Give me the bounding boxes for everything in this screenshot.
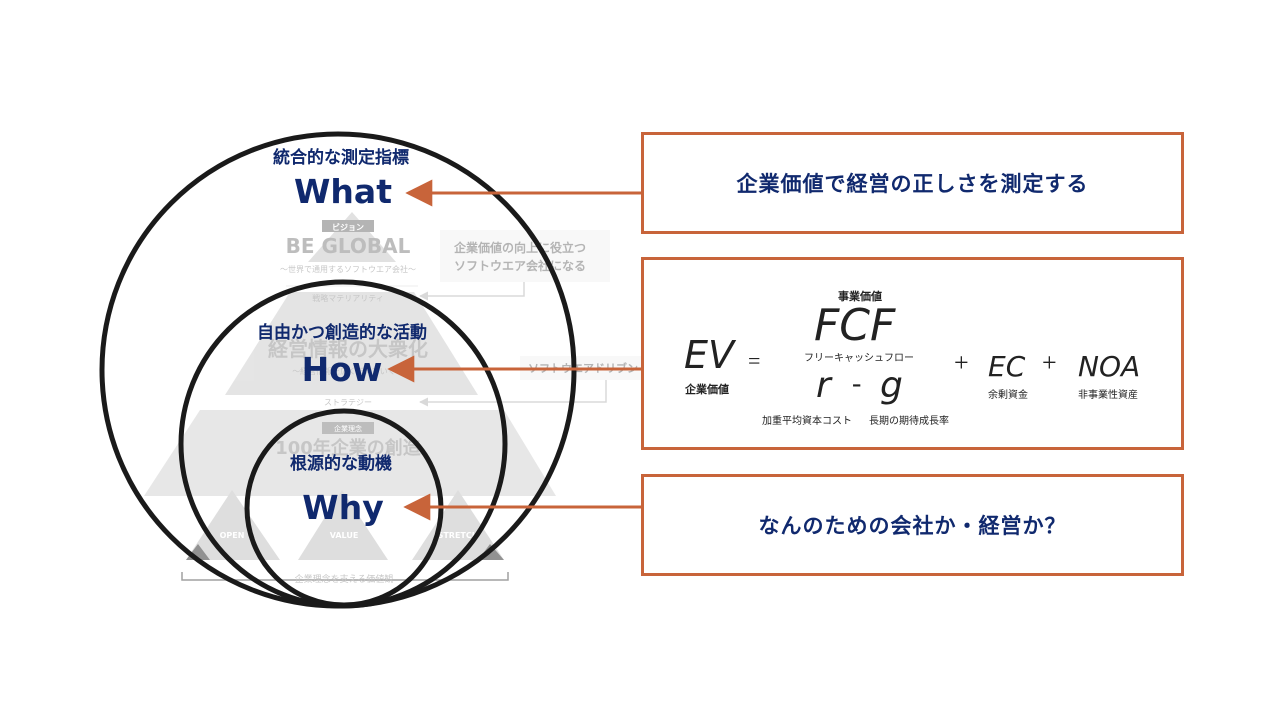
what-caption: 統合的な測定指標: [273, 147, 409, 168]
denominator-r: r: [816, 365, 831, 406]
formula-box: [641, 257, 1184, 450]
value-triangle-value: [298, 490, 388, 560]
materiality-label: 戦略マテリアリティ: [312, 293, 384, 303]
lhs-label: 企業価値: [685, 383, 729, 396]
why-keyword: Why: [302, 488, 383, 527]
formula-lhs: EV: [684, 333, 735, 377]
r-label: 加重平均資本コスト: [762, 416, 852, 427]
value-triangle-open: [186, 490, 280, 560]
vision-title: BE GLOBAL: [286, 234, 411, 258]
philosophy-tag: 企業理念: [334, 424, 362, 433]
vision-tag: ビジョン: [332, 222, 364, 232]
formula-noa: NOA: [1078, 350, 1141, 383]
bottom-bracket: [181, 572, 509, 581]
why-box-text: なんのための会社か・経営か？: [758, 514, 1067, 538]
formula-plus-2: +: [1042, 348, 1057, 377]
denominator-minus: -: [852, 368, 862, 399]
top-label: 事業価値: [838, 290, 882, 303]
how-caption: 自由かつ創造的な活動: [257, 322, 427, 343]
value-stretch: STRETCH: [438, 531, 479, 540]
vision-subtitle: 〜世界で通用するソフトウエア会社〜: [280, 264, 416, 274]
why-box: なんのための会社か・経営か？: [641, 474, 1184, 576]
formula-numerator: FCF: [814, 300, 896, 351]
vision-tag-bg: [322, 220, 374, 232]
tier3-title: 100年企業の創造: [275, 437, 421, 459]
value-value: VALUE: [330, 531, 359, 540]
callout-top-line1: 企業価値の向上に役立つ: [453, 240, 586, 255]
value-open: OPEN: [220, 531, 245, 540]
what-keyword: What: [294, 172, 392, 211]
bottom-note: 企業理念を支える価値観: [295, 573, 394, 585]
callout-top-box: [440, 230, 610, 282]
g-label: 長期の期待成長率: [869, 416, 949, 427]
tier2-subtitle: 〜経営情報を広く伝えていく〜: [292, 366, 404, 376]
formula-equals: =: [748, 348, 761, 373]
philosophy-tag-bg: [322, 422, 374, 434]
callout-top-connector: [419, 282, 525, 301]
what-box: 企業価値で経営の正しさを測定する: [641, 132, 1184, 234]
what-box-text: 企業価値で経営の正しさを測定する: [736, 172, 1089, 196]
numerator-label: フリーキャッシュフロー: [804, 353, 914, 364]
callout-top-line2: ソフトウエア会社になる: [454, 258, 586, 273]
pyramid-tier-3: [144, 410, 556, 496]
noa-label: 非事業性資産: [1078, 390, 1138, 401]
strategy-label: ストラテジー: [324, 398, 372, 407]
background-pyramid: ビジョン BE GLOBAL 〜世界で通用するソフトウエア会社〜 戦略マテリアリ…: [144, 212, 642, 585]
formula-ec: EC: [988, 350, 1026, 383]
denominator-g: g: [880, 365, 903, 406]
formula-plus-1: +: [954, 348, 969, 377]
pyramid-top-tier: [308, 212, 396, 262]
ec-label: 余剰資金: [988, 390, 1028, 401]
how-keyword: How: [302, 350, 383, 389]
why-caption: 根源的な動機: [290, 453, 392, 474]
callout-mid-connector: [419, 380, 607, 407]
